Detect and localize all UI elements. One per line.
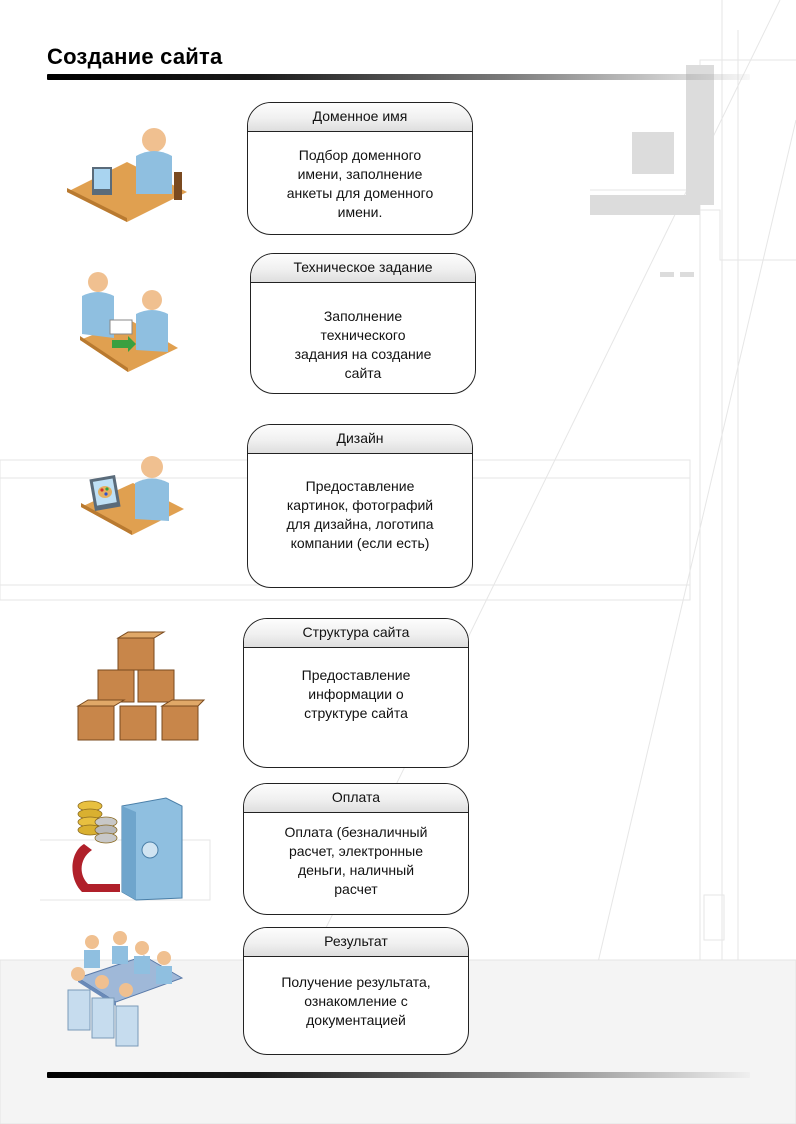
step-description: Получение результата, ознакомление с док…	[281, 974, 431, 1028]
step-description: Предоставление картинок, фотографий для …	[286, 478, 434, 551]
step-title: Доменное имя	[248, 103, 472, 132]
step-card-design: Дизайн Предоставление картинок, фотограф…	[247, 424, 473, 588]
step-description: Предоставление информации о структуре са…	[301, 667, 411, 721]
document-handover-icon	[80, 272, 178, 372]
step-description: Оплата (безналичный расчет, электронные …	[284, 824, 428, 897]
step-title: Структура сайта	[244, 619, 468, 648]
page-title: Создание сайта	[47, 44, 223, 69]
footer-rule	[47, 1072, 750, 1078]
step-card-domain: Доменное имя Подбор доменного имени, зап…	[247, 102, 473, 235]
step-title: Результат	[244, 928, 468, 957]
designer-palette-icon	[81, 456, 184, 535]
step-card-technical: Техническое задание Заполнение техническ…	[250, 253, 476, 394]
title-underline	[47, 74, 750, 80]
coins-safe-icon	[72, 797, 183, 901]
step-card-result: Результат Получение результата, ознакомл…	[243, 927, 469, 1055]
step-description: Заполнение технического задания на созда…	[294, 308, 432, 381]
step-description: Подбор доменного имени, заполнение анкет…	[286, 147, 434, 220]
step-card-payment: Оплата Оплата (безналичный расчет, элект…	[243, 783, 469, 915]
step-title: Дизайн	[248, 425, 472, 454]
step-card-structure: Структура сайта Предоставление информаци…	[243, 618, 469, 768]
person-at-computer-icon	[67, 128, 187, 222]
step-title: Техническое задание	[251, 254, 475, 283]
stacked-boxes-icon	[76, 631, 206, 741]
meeting-table-icon	[67, 931, 184, 1047]
step-title: Оплата	[244, 784, 468, 813]
